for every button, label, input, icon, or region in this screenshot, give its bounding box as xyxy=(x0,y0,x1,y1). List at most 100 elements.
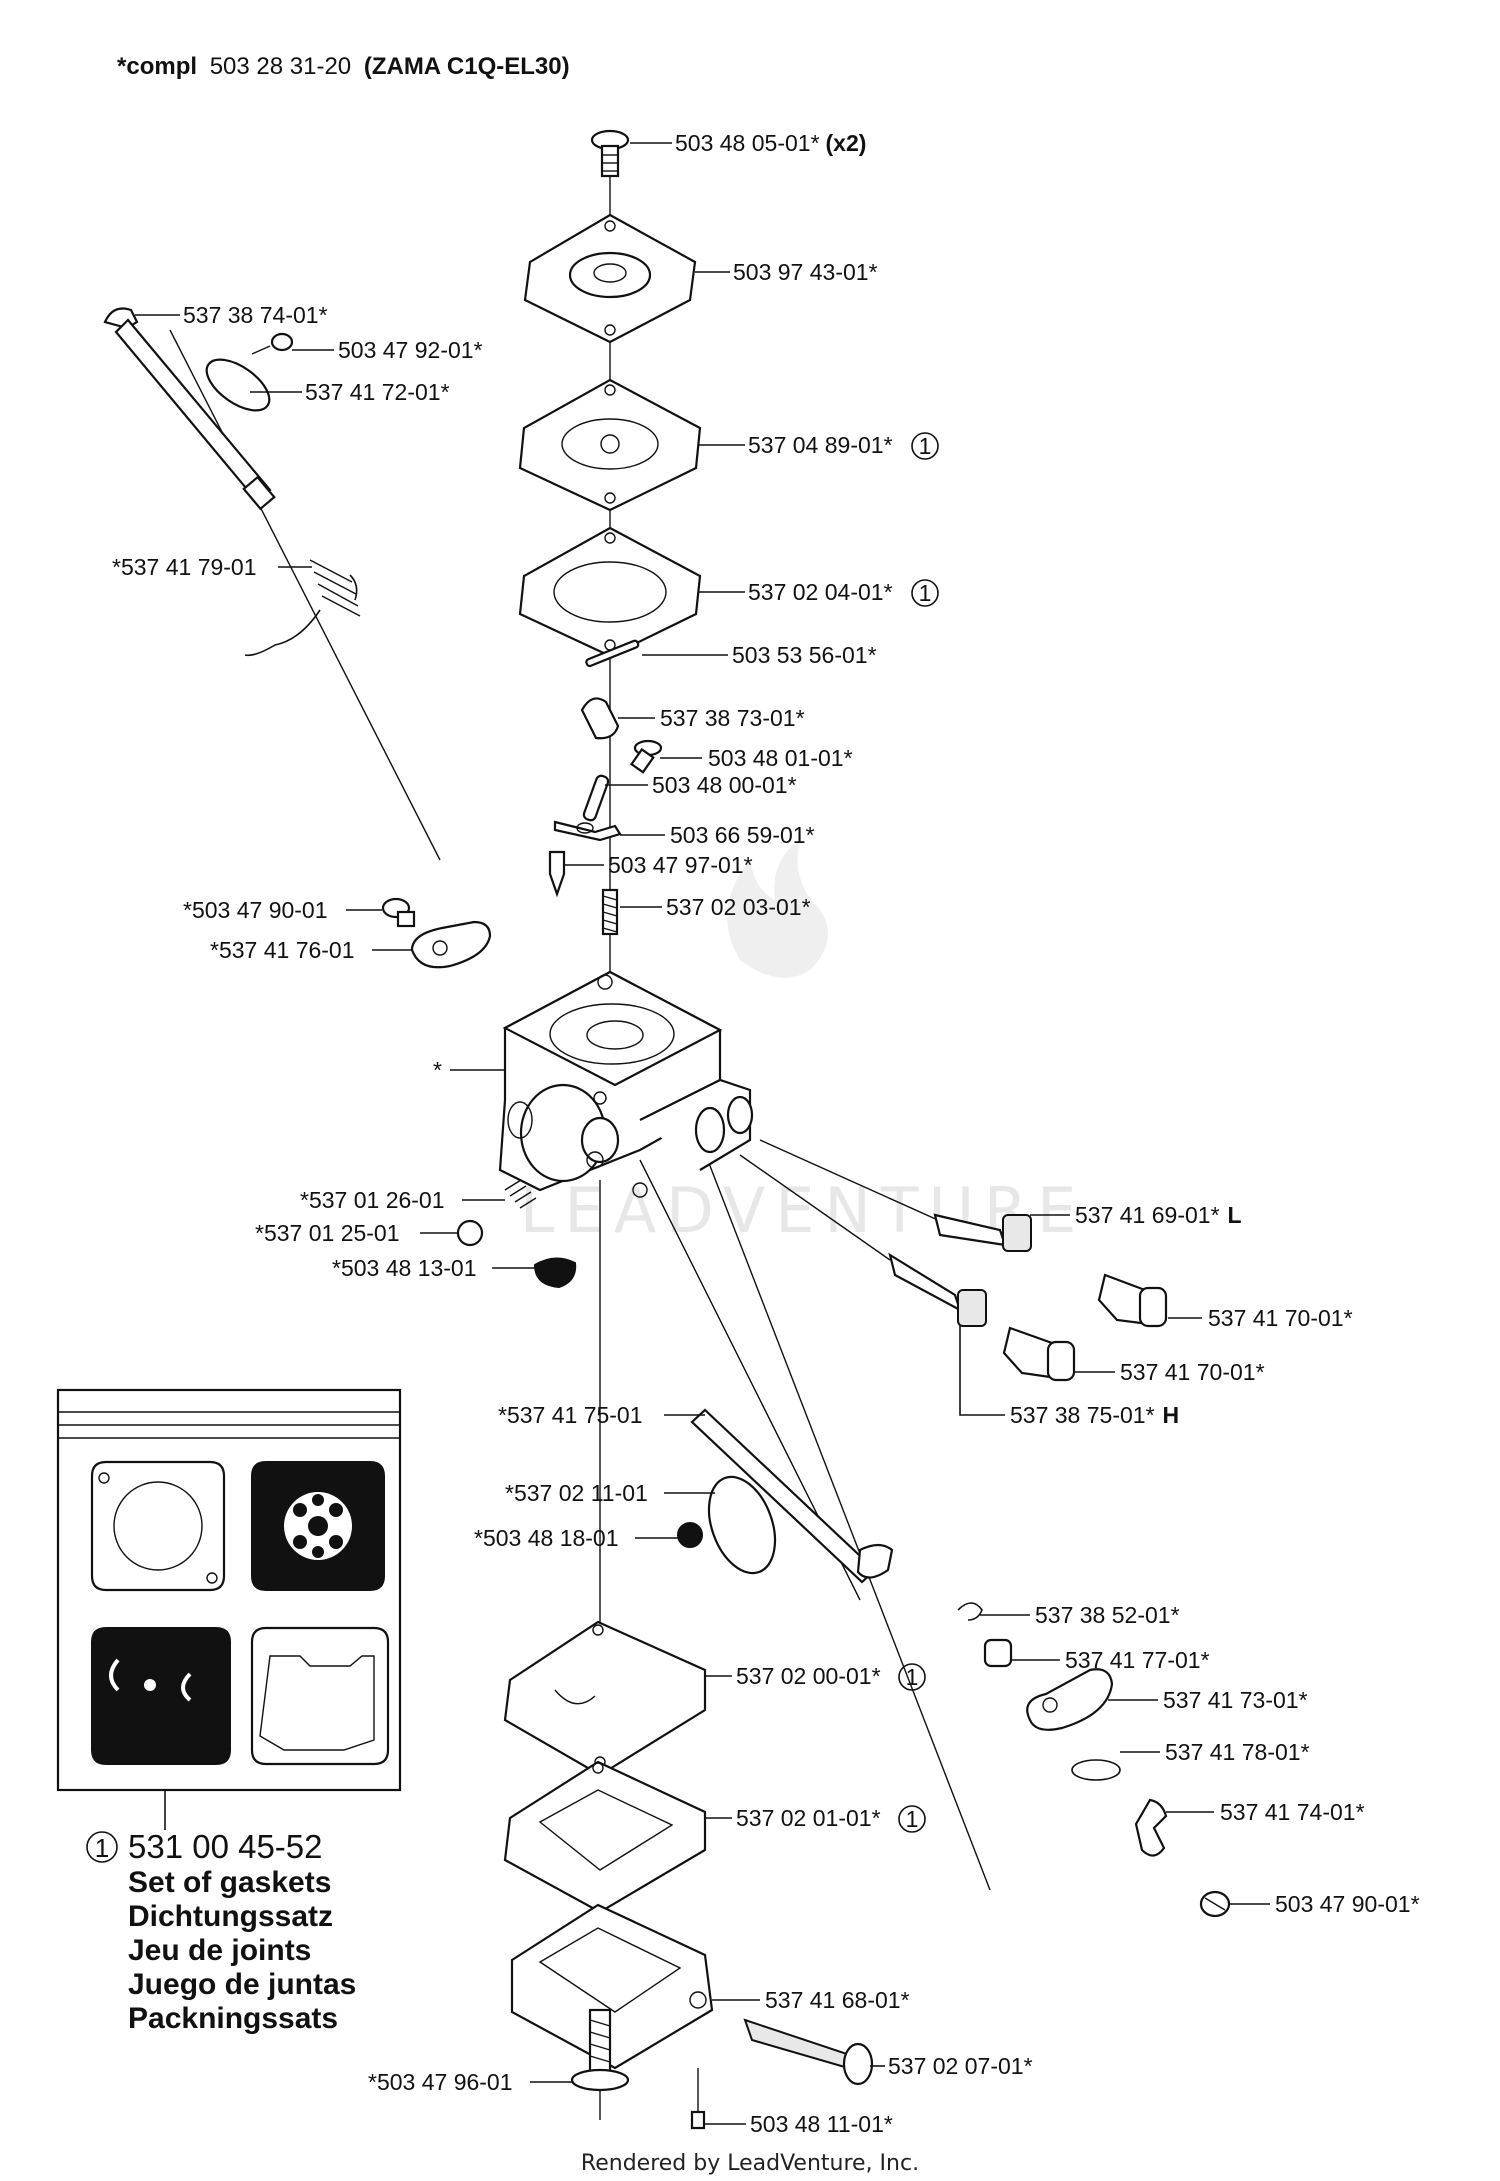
callout-throttle-shaft: *537 41 75-01 xyxy=(498,1402,643,1428)
callout-cover-screw: *503 47 96-01 xyxy=(368,2069,513,2095)
callout-cam-screw: 503 47 90-01* xyxy=(1275,1891,1420,1917)
callout-idle-spring: *537 01 26-01 xyxy=(300,1187,445,1213)
callout-idle-screw: 537 02 07-01* xyxy=(888,2053,1033,2079)
callout-cam: 537 41 74-01* xyxy=(1220,1799,1365,1825)
kit-pump-diaphragm xyxy=(251,1461,385,1591)
idle-screw-part xyxy=(743,2018,874,2086)
clip-part xyxy=(957,1602,983,1621)
callout-plug: 503 48 11-01* xyxy=(750,2111,893,2137)
callout-choke-screw: 503 47 92-01* xyxy=(338,337,483,363)
screw-top-part xyxy=(590,129,630,178)
callout-pump-cover: 503 97 43-01* xyxy=(733,259,878,285)
choke-plate-part xyxy=(205,358,271,412)
kit-marker-metering-diaphragm: 1 xyxy=(898,1805,926,1833)
callout-pump-diaphragm: 537 04 89-01* xyxy=(748,432,893,458)
choke-spring-part xyxy=(244,559,361,657)
title-model: (ZAMA C1Q-EL30) xyxy=(364,53,570,80)
callout-limiter-1: 537 41 70-01* xyxy=(1208,1305,1353,1331)
svg-text:1: 1 xyxy=(906,1664,919,1690)
leader-lines xyxy=(135,142,1270,2125)
metering-gasket-part xyxy=(503,1620,707,1777)
kit-metering-gasket xyxy=(250,1626,390,1766)
plug-part xyxy=(690,2110,706,2130)
callout-inlet-lever: 503 66 59-01* xyxy=(670,822,815,848)
lever-screw-part xyxy=(629,739,663,774)
callout-pin: 503 53 56-01* xyxy=(732,642,877,668)
callout-throttle-lever: 537 41 73-01* xyxy=(1163,1687,1308,1713)
callout-needle-h: 537 38 75-01*H xyxy=(1010,1402,1179,1428)
kit-gasket-ring xyxy=(90,1460,226,1592)
limiter-2-part xyxy=(1002,1326,1076,1382)
metering-diaphragm-part xyxy=(503,1760,707,1914)
kit-name-fr: Jeu de joints xyxy=(128,1934,311,1967)
inlet-screen-part xyxy=(580,697,620,740)
throttle-plate-part xyxy=(707,1475,777,1575)
callout-lever-screw: 503 48 01-01* xyxy=(708,745,853,771)
metering-cover-part xyxy=(510,1903,714,2070)
needle-l-part xyxy=(759,1139,1032,1252)
callout-ball: *537 01 25-01 xyxy=(255,1220,400,1246)
callout-screw-top: 503 48 05-01*(x2) xyxy=(675,130,866,156)
pin-part xyxy=(585,639,640,668)
footer-credit: Rendered by LeadVenture, Inc. xyxy=(581,2151,919,2176)
callout-body: * xyxy=(433,1057,442,1083)
pump-gasket-part xyxy=(518,526,702,658)
cam-part xyxy=(1134,1798,1168,1857)
kit-legend: 1 531 00 45-52 Set of gaskets Dichtungss… xyxy=(86,1828,356,2035)
throttle-axis xyxy=(699,1139,991,1891)
callout-pump-gasket: 537 02 04-01* xyxy=(748,579,893,605)
kit-marker-pump-gasket: 1 xyxy=(911,579,939,607)
svg-text:1: 1 xyxy=(919,580,932,606)
throttle-shaft-part xyxy=(690,1408,894,1584)
limiter-1-part xyxy=(1097,1273,1168,1328)
lever-pin-part xyxy=(582,774,610,822)
callout-needle-l: 537 41 69-01*L xyxy=(1075,1202,1242,1228)
callout-throttle-plate: *537 02 11-01 xyxy=(505,1480,648,1506)
callout-clip: 537 38 52-01* xyxy=(1035,1602,1180,1628)
throttle-lever-part xyxy=(1026,1668,1114,1731)
callout-metering-cover: 537 41 68-01* xyxy=(765,1987,910,2013)
title-number: 503 28 31-20 xyxy=(210,53,351,80)
pump-cover-part xyxy=(523,213,697,344)
callout-inlet-screen: 537 38 73-01* xyxy=(660,705,805,731)
kit-name-en: Set of gaskets xyxy=(128,1866,331,1899)
kit-metering-diaphragm xyxy=(91,1627,231,1765)
pump-diaphragm-part xyxy=(518,378,702,512)
callout-choke-spring: *537 41 79-01 xyxy=(112,554,257,580)
body-part xyxy=(498,970,754,1198)
inlet-lever-part xyxy=(553,820,622,842)
callout-welch-plug: *503 48 13-01 xyxy=(332,1255,477,1281)
cover-screw-part xyxy=(570,2008,630,2092)
title: *compl 503 28 31-20 (ZAMA C1Q-EL30) xyxy=(117,53,570,80)
callout-bushing: 537 41 77-01* xyxy=(1065,1647,1210,1673)
callout-throttle-screw: *503 48 18-01 xyxy=(474,1525,619,1551)
ball-part xyxy=(456,1219,484,1247)
callout-metering-diaphragm: 537 02 01-01* xyxy=(736,1805,881,1831)
choke-shaft-part xyxy=(103,307,276,511)
welch-plug-part xyxy=(533,1257,577,1289)
callout-bracket-screw: *503 47 90-01 xyxy=(183,897,328,923)
kit-name-de: Dichtungssatz xyxy=(128,1900,333,1933)
kit-marker-metering-gasket: 1 xyxy=(898,1663,926,1691)
metering-spring-part xyxy=(601,888,619,936)
kit-marker: 1 xyxy=(95,1833,109,1863)
callout-lever-pin: 503 48 00-01* xyxy=(652,772,797,798)
idle-spring-part xyxy=(504,1179,537,1209)
kit-marker-pump-diaphragm: 1 xyxy=(911,432,939,460)
choke-screw-part xyxy=(251,332,294,355)
inlet-needle-part xyxy=(548,850,566,898)
ring-part xyxy=(1071,1759,1121,1781)
svg-text:1: 1 xyxy=(906,1806,919,1832)
callout-metering-spring: 537 02 03-01* xyxy=(666,894,811,920)
callout-choke-plate: 537 41 72-01* xyxy=(305,379,450,405)
needle-h-part xyxy=(739,1154,987,1327)
kit-number: 531 00 45-52 xyxy=(128,1828,323,1865)
bracket-screw-part xyxy=(381,897,416,928)
bushing-part xyxy=(983,1638,1013,1668)
callout-bracket: *537 41 76-01 xyxy=(210,937,355,963)
svg-text:1: 1 xyxy=(919,433,932,459)
title-prefix: *compl xyxy=(117,53,197,80)
cam-screw-part xyxy=(1199,1890,1231,1918)
callout-metering-gasket: 537 02 00-01* xyxy=(736,1663,881,1689)
